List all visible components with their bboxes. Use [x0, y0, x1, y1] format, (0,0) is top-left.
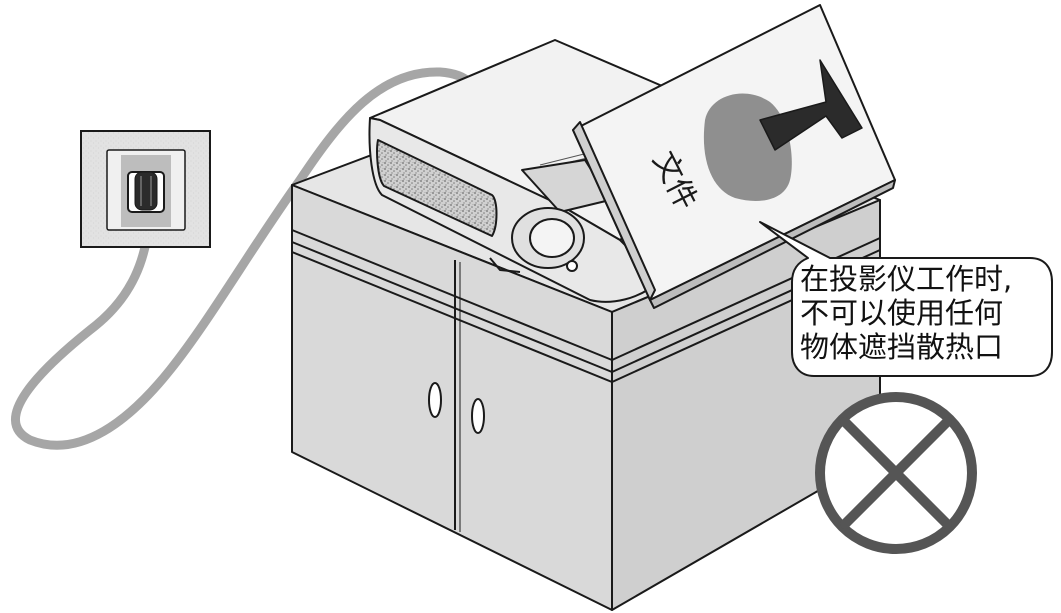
callout-line-3: 物体遮挡散热口	[800, 330, 1050, 364]
callout-line-2: 不可以使用任何	[800, 296, 1050, 330]
callout-line-1: 在投影仪工作时,	[800, 262, 1050, 296]
lens-inner	[530, 219, 574, 257]
wall-socket-icon	[81, 131, 210, 247]
callout-text: 在投影仪工作时, 不可以使用任何 物体遮挡散热口	[800, 262, 1050, 364]
prohibition-circle-x-icon	[820, 397, 972, 549]
